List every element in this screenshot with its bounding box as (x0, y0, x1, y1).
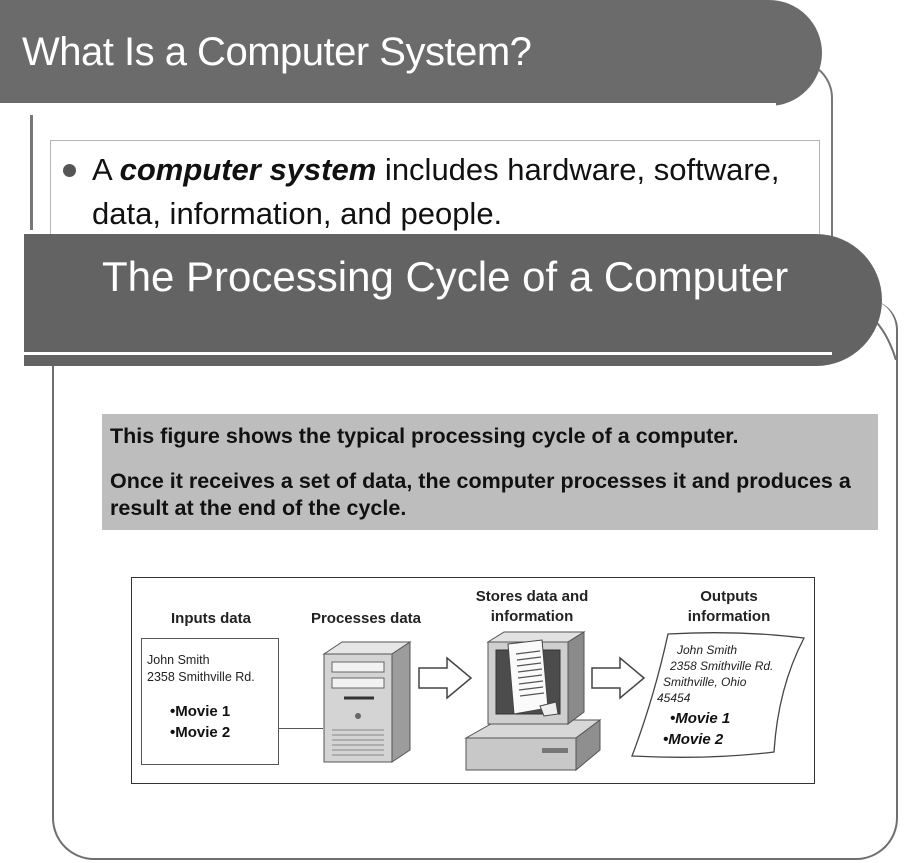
output-movie-1: •Movie 1 (670, 710, 731, 727)
output-city: Smithville, Ohio (663, 675, 747, 689)
input-movie-2: •Movie 2 (170, 724, 231, 741)
bullet-prefix: A (92, 152, 120, 187)
bullet-term: computer system (119, 152, 377, 187)
slide1-title: What Is a Computer System? (22, 30, 532, 74)
output-address: 2358 Smithville Rd. (670, 659, 774, 673)
slide2-title-band (24, 234, 882, 366)
slide1-title-band (0, 0, 822, 106)
printout-icon (631, 632, 806, 758)
input-movie-1: •Movie 1 (170, 703, 231, 720)
slide1-frame-left (30, 115, 33, 230)
bullet-dot-icon (63, 164, 76, 177)
tower-computer-icon (322, 641, 412, 763)
input-connector-line (279, 728, 323, 729)
caption-box (102, 414, 878, 530)
output-name: John Smith (677, 643, 738, 657)
right-arrow-icon (591, 656, 646, 700)
input-name: John Smith (147, 653, 210, 667)
slide2-title-rule (24, 352, 832, 355)
desktop-computer-icon (464, 631, 602, 772)
slide1-title-rule (0, 103, 776, 106)
label-outputs: Outputs information (687, 588, 771, 625)
slide1-bullet: A computer system includes hardware, sof… (92, 148, 792, 236)
output-zip: 45454 (657, 691, 691, 705)
caption-line-2: Once it receives a set of data, the comp… (110, 469, 851, 520)
label-stores: Stores data and information (475, 588, 589, 625)
slide2-title: The Processing Cycle of a Computer (102, 253, 789, 300)
label-processes: Processes data (310, 610, 422, 627)
slide1-content-box (50, 140, 820, 235)
bullet-rest: includes hardware, software, data, infor… (92, 152, 780, 231)
caption-line-1: This figure shows the typical processing… (110, 424, 739, 448)
right-arrow-icon (418, 656, 473, 700)
input-address: 2358 Smithville Rd. (147, 670, 255, 684)
input-card (141, 638, 279, 765)
output-movie-2: •Movie 2 (663, 731, 724, 748)
label-inputs: Inputs data (170, 610, 251, 627)
